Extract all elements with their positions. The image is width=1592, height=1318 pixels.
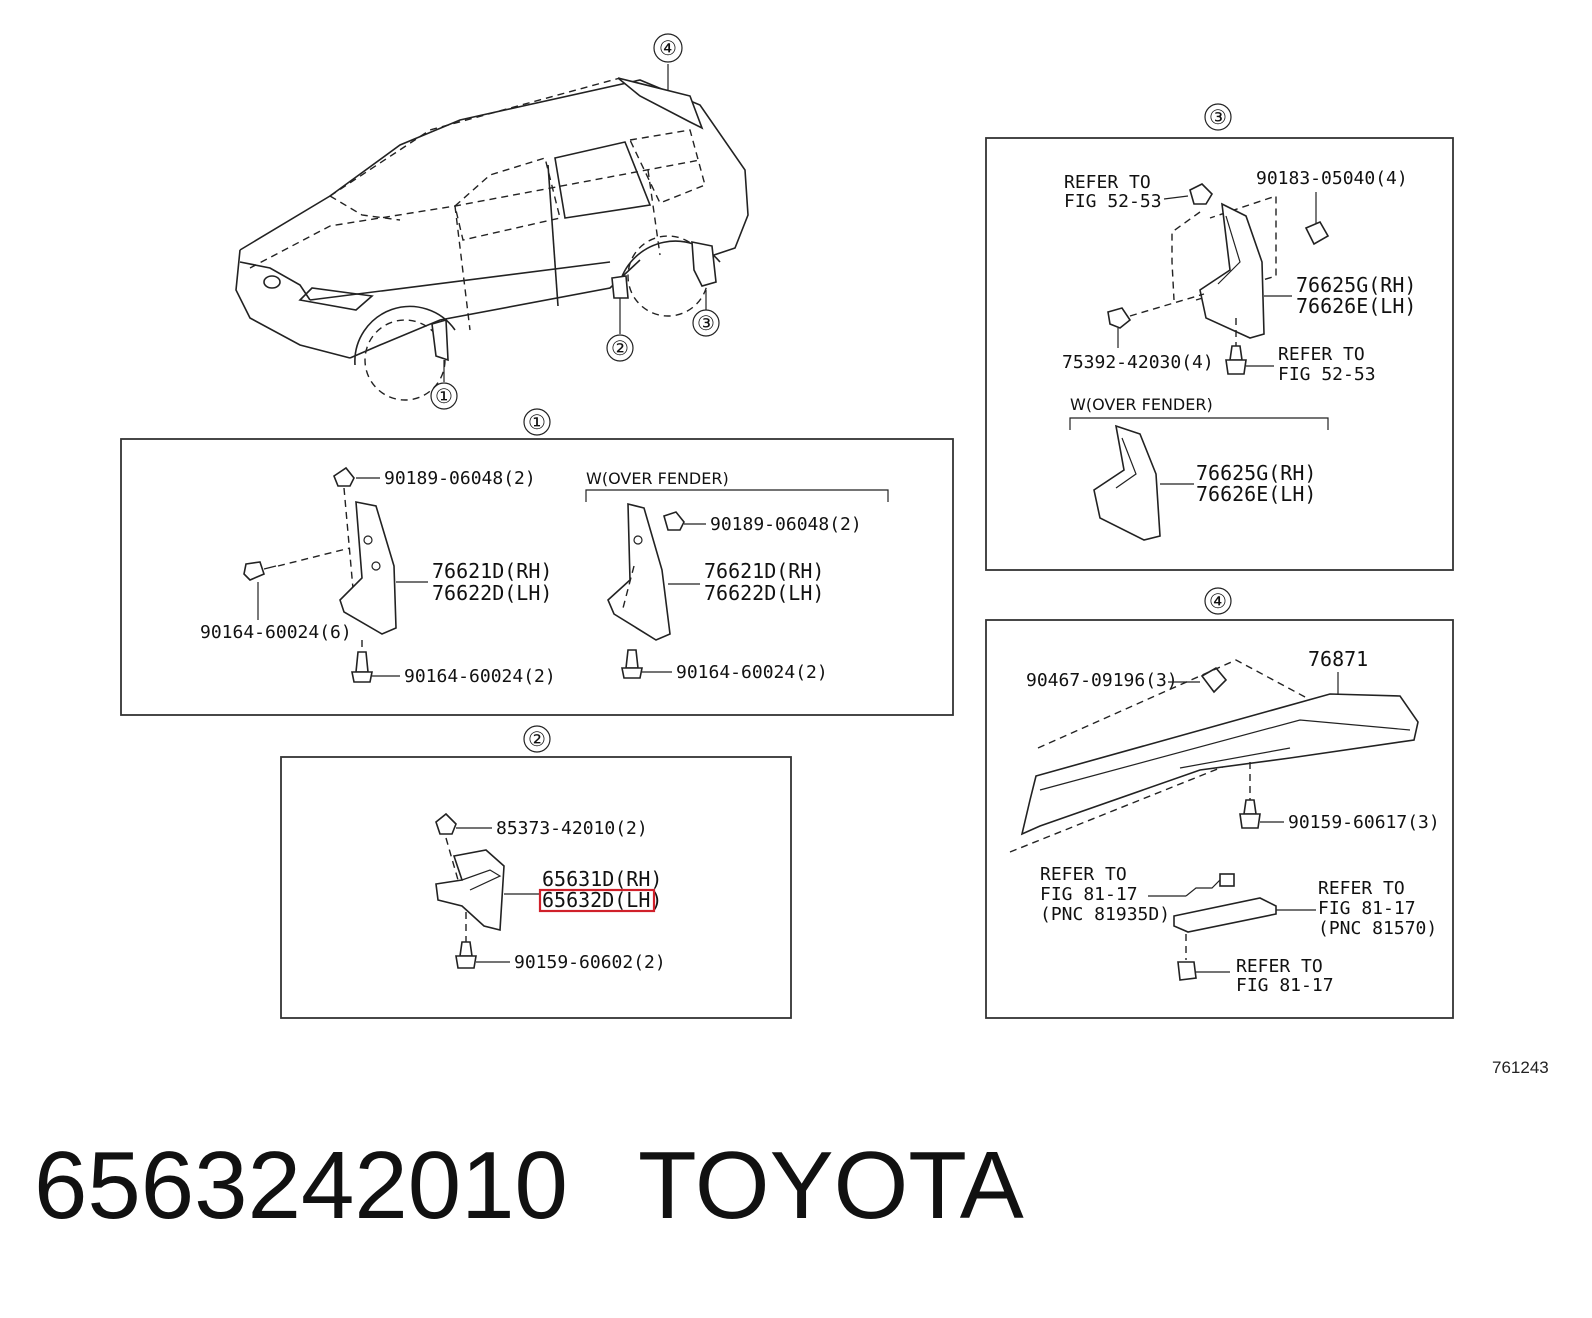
clip-icon: [1189, 183, 1214, 205]
callout-3: ③: [697, 311, 715, 335]
screw-icon: [1239, 813, 1261, 829]
variant-header: W(OVER FENDER): [1070, 395, 1213, 414]
refer-bottom-1: REFER TO: [1278, 344, 1365, 365]
refer-bottom-1: REFER TO: [1236, 956, 1323, 977]
part-lh-label: 65632D(LH): [542, 888, 662, 912]
mudguard-rh-label: 76625G(RH): [1296, 273, 1416, 297]
refer-left-1: REFER TO: [1040, 864, 1127, 885]
panel-3-frame: [985, 137, 1454, 571]
clip-label: 85373-42010(2): [496, 818, 648, 839]
part-rh-label: 65631D(RH): [542, 867, 662, 891]
panel-3-marker: ③: [1209, 105, 1227, 129]
bolt-label: 75392-42030(4): [1062, 352, 1214, 373]
refer-right-2: FIG 81-17: [1318, 898, 1416, 919]
bolt-icon: [1107, 307, 1132, 329]
callout-2: ②: [611, 336, 629, 360]
screw-icon: [455, 955, 477, 969]
panel-4-frame: [985, 619, 1454, 1019]
diagram-reference-number: 761243: [1492, 1058, 1549, 1077]
panel-3-rear-mudguard: ③ REFER TO FIG 52-53 90183-05040(4) 7662…: [985, 103, 1454, 571]
nut-icon: [1177, 961, 1197, 981]
panel-4-rear-spoiler: ④ 76871 90467-09196(3) 90159-60617(3) RE…: [985, 587, 1454, 1019]
variant-header: W(OVER FENDER): [586, 469, 729, 488]
refer-bottom-2: FIG 81-17: [1236, 975, 1334, 996]
panel-4-marker: ④: [1209, 589, 1227, 613]
footer-brand: TOYOTA: [638, 1132, 1024, 1239]
clip-top-label: 90189-06048(2): [384, 468, 536, 489]
screw-bottom-label: 90164-60024(2): [404, 666, 556, 687]
clip-label: 90183-05040(4): [1256, 168, 1408, 189]
mudguard-rh-label: 76621D(RH): [432, 559, 552, 583]
panel-2-marker: ②: [528, 727, 546, 751]
spoiler-icon: [1020, 693, 1419, 836]
spoiler-label: 76871: [1308, 647, 1368, 671]
screw-side-label: 90164-60024(6): [200, 622, 352, 643]
footer-part-number: 6563242010: [34, 1132, 568, 1239]
vehicle-callouts: ④ ③ ② ①: [430, 33, 720, 410]
clip-label: 90467-09196(3): [1026, 670, 1178, 691]
variant-clip-label: 90189-06048(2): [710, 514, 862, 535]
clip-icon: [1200, 666, 1228, 694]
panel-1-front-mudguard: ① 90189-06048(2) 76621D(RH) 76622D(LH) 9…: [120, 408, 954, 716]
panel-1-marker: ①: [528, 410, 546, 434]
variant-clip-icon: [663, 511, 685, 531]
variant-mudguard-rh-label: 76625G(RH): [1196, 461, 1316, 485]
variant-screw-icon: [621, 667, 643, 679]
refer-right-1: REFER TO: [1318, 878, 1405, 899]
variant-mudguard-rh-label: 76621D(RH): [704, 559, 824, 583]
refer-top-2: FIG 52-53: [1064, 191, 1162, 212]
screw-label: 90159-60602(2): [514, 952, 666, 973]
screw-icon: [243, 561, 265, 581]
clip-icon: [435, 812, 457, 835]
variant-mudguard-lh-label: 76622D(LH): [704, 581, 824, 605]
mudguard-lh-label: 76626E(LH): [1296, 294, 1416, 318]
refer-bottom-2: FIG 52-53: [1278, 364, 1376, 385]
clip-icon: [333, 466, 355, 487]
screw-bottom-icon: [351, 671, 373, 683]
mudguard-icon: [339, 501, 397, 635]
callout-1: ①: [435, 384, 453, 408]
panel-1-frame: [120, 438, 954, 716]
refer-left-2: FIG 81-17: [1040, 884, 1138, 905]
panel-2-frame: [280, 756, 792, 1019]
variant-mudguard-lh-label: 76626E(LH): [1196, 482, 1316, 506]
refer-right-3: (PNC 81570): [1318, 918, 1437, 939]
stop-lamp-icon: [1173, 897, 1277, 933]
refer-top-1: REFER TO: [1064, 172, 1151, 193]
rear-mudguard-icon: [1199, 202, 1265, 339]
panel-2-side-mudguard: ② 85373-42010(2) 65631D(RH) 65632D(LH) 9…: [280, 725, 792, 1019]
screw-label: 90159-60617(3): [1288, 812, 1440, 833]
clip-small-icon: [1304, 220, 1330, 246]
refer-left-3: (PNC 81935D): [1040, 904, 1170, 925]
variant-screw-label: 90164-60024(2): [676, 662, 828, 683]
vehicle-illustration: [235, 77, 749, 401]
callout-4: ④: [659, 36, 677, 60]
variant-mudguard-icon: [607, 502, 671, 641]
screw-icon: [1225, 359, 1247, 375]
mudguard-lh-label: 76622D(LH): [432, 581, 552, 605]
highlight-box: [538, 888, 656, 913]
variant-mudguard-icon: [1093, 424, 1161, 541]
